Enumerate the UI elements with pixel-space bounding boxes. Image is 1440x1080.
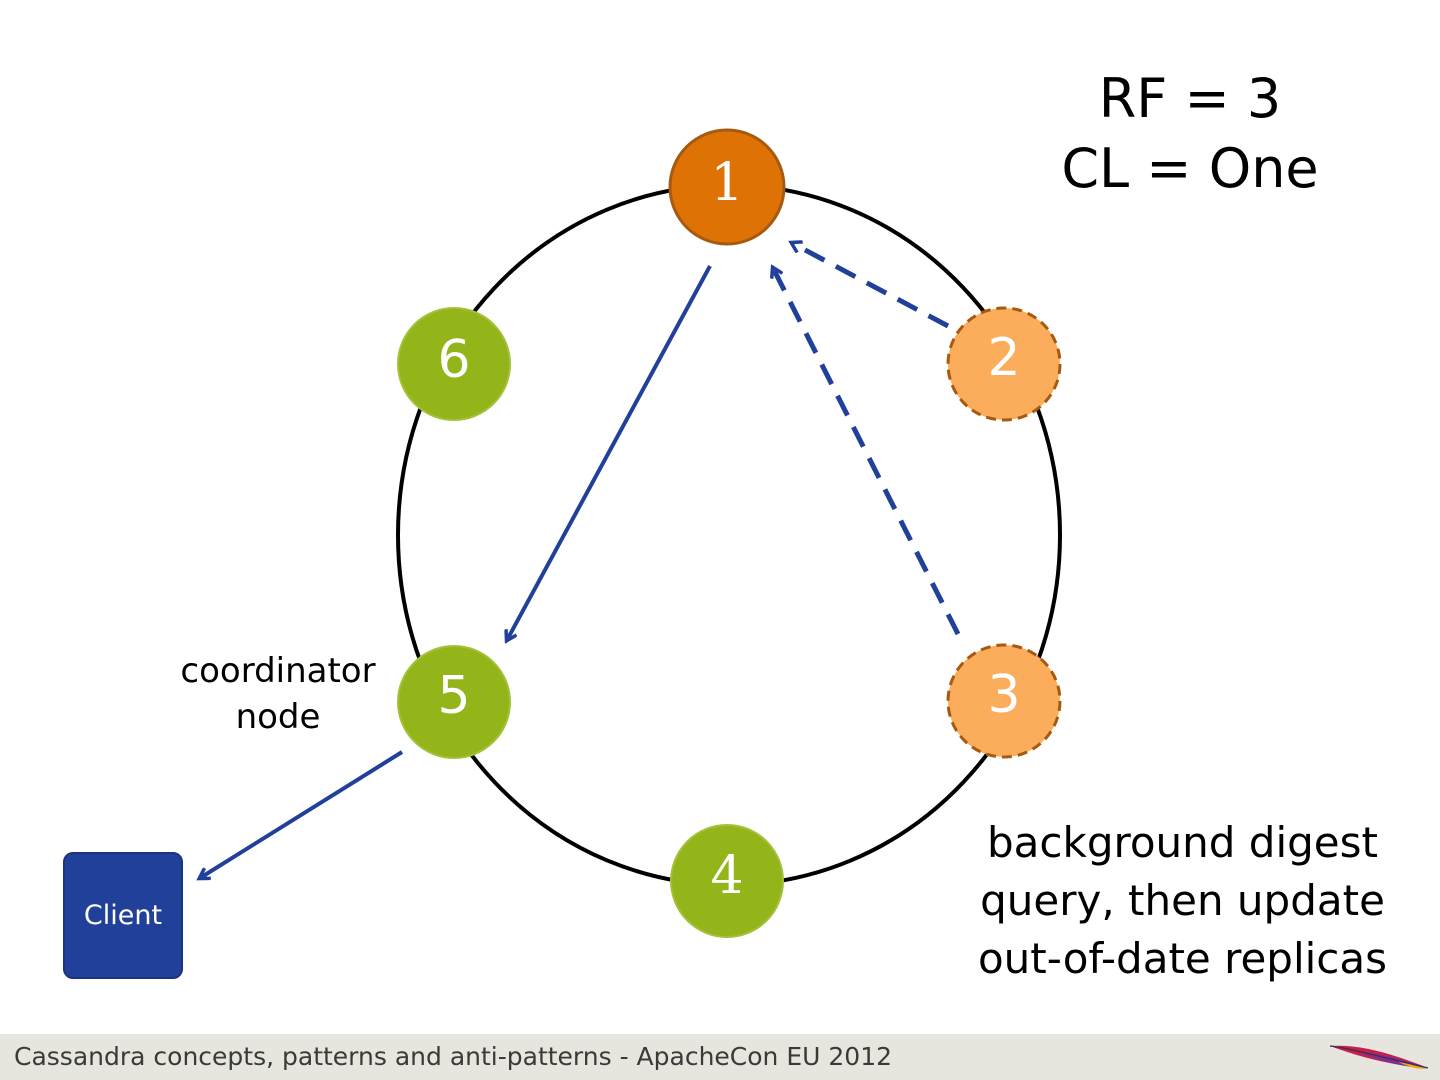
edge-5-to-client xyxy=(200,750,404,878)
rf-label: RF = 3 xyxy=(1098,67,1282,130)
coordinator-label-line1: coordinator xyxy=(180,651,376,691)
edge-1-to-5 xyxy=(507,265,712,640)
node-2-label: 2 xyxy=(987,328,1021,388)
ring xyxy=(396,183,1062,887)
node-5 xyxy=(397,645,511,759)
edge-3-to-1 xyxy=(773,268,961,636)
node-4-label: 4 xyxy=(710,846,744,906)
node-1 xyxy=(668,128,786,246)
footer-text: Cassandra concepts, patterns and anti-pa… xyxy=(14,1042,893,1071)
client-box: Client xyxy=(63,852,183,979)
background-note: background digest query, then update out… xyxy=(960,814,1405,988)
background-note-line1: background digest xyxy=(987,818,1378,867)
slide-footer: Cassandra concepts, patterns and anti-pa… xyxy=(0,1034,1440,1080)
background-note-line3: out-of-date replicas xyxy=(977,934,1387,983)
node-3 xyxy=(946,643,1062,759)
node-6-label: 6 xyxy=(437,330,471,390)
node-2 xyxy=(946,306,1062,422)
replication-settings: RF = 3 CL = One xyxy=(1040,64,1340,204)
node-3-label: 3 xyxy=(987,665,1021,725)
edge-2-to-1 xyxy=(792,243,950,329)
background-note-line2: query, then update xyxy=(980,876,1385,925)
apache-feather-icon xyxy=(1329,1045,1429,1069)
coordinator-label-line2: node xyxy=(235,697,321,737)
node-1-label: 1 xyxy=(710,153,744,213)
node-5-label: 5 xyxy=(437,666,471,726)
node-4 xyxy=(670,824,784,938)
node-6 xyxy=(397,307,511,421)
client-label: Client xyxy=(83,899,163,931)
cl-label: CL = One xyxy=(1061,137,1319,200)
coordinator-label: coordinator node xyxy=(160,648,396,740)
